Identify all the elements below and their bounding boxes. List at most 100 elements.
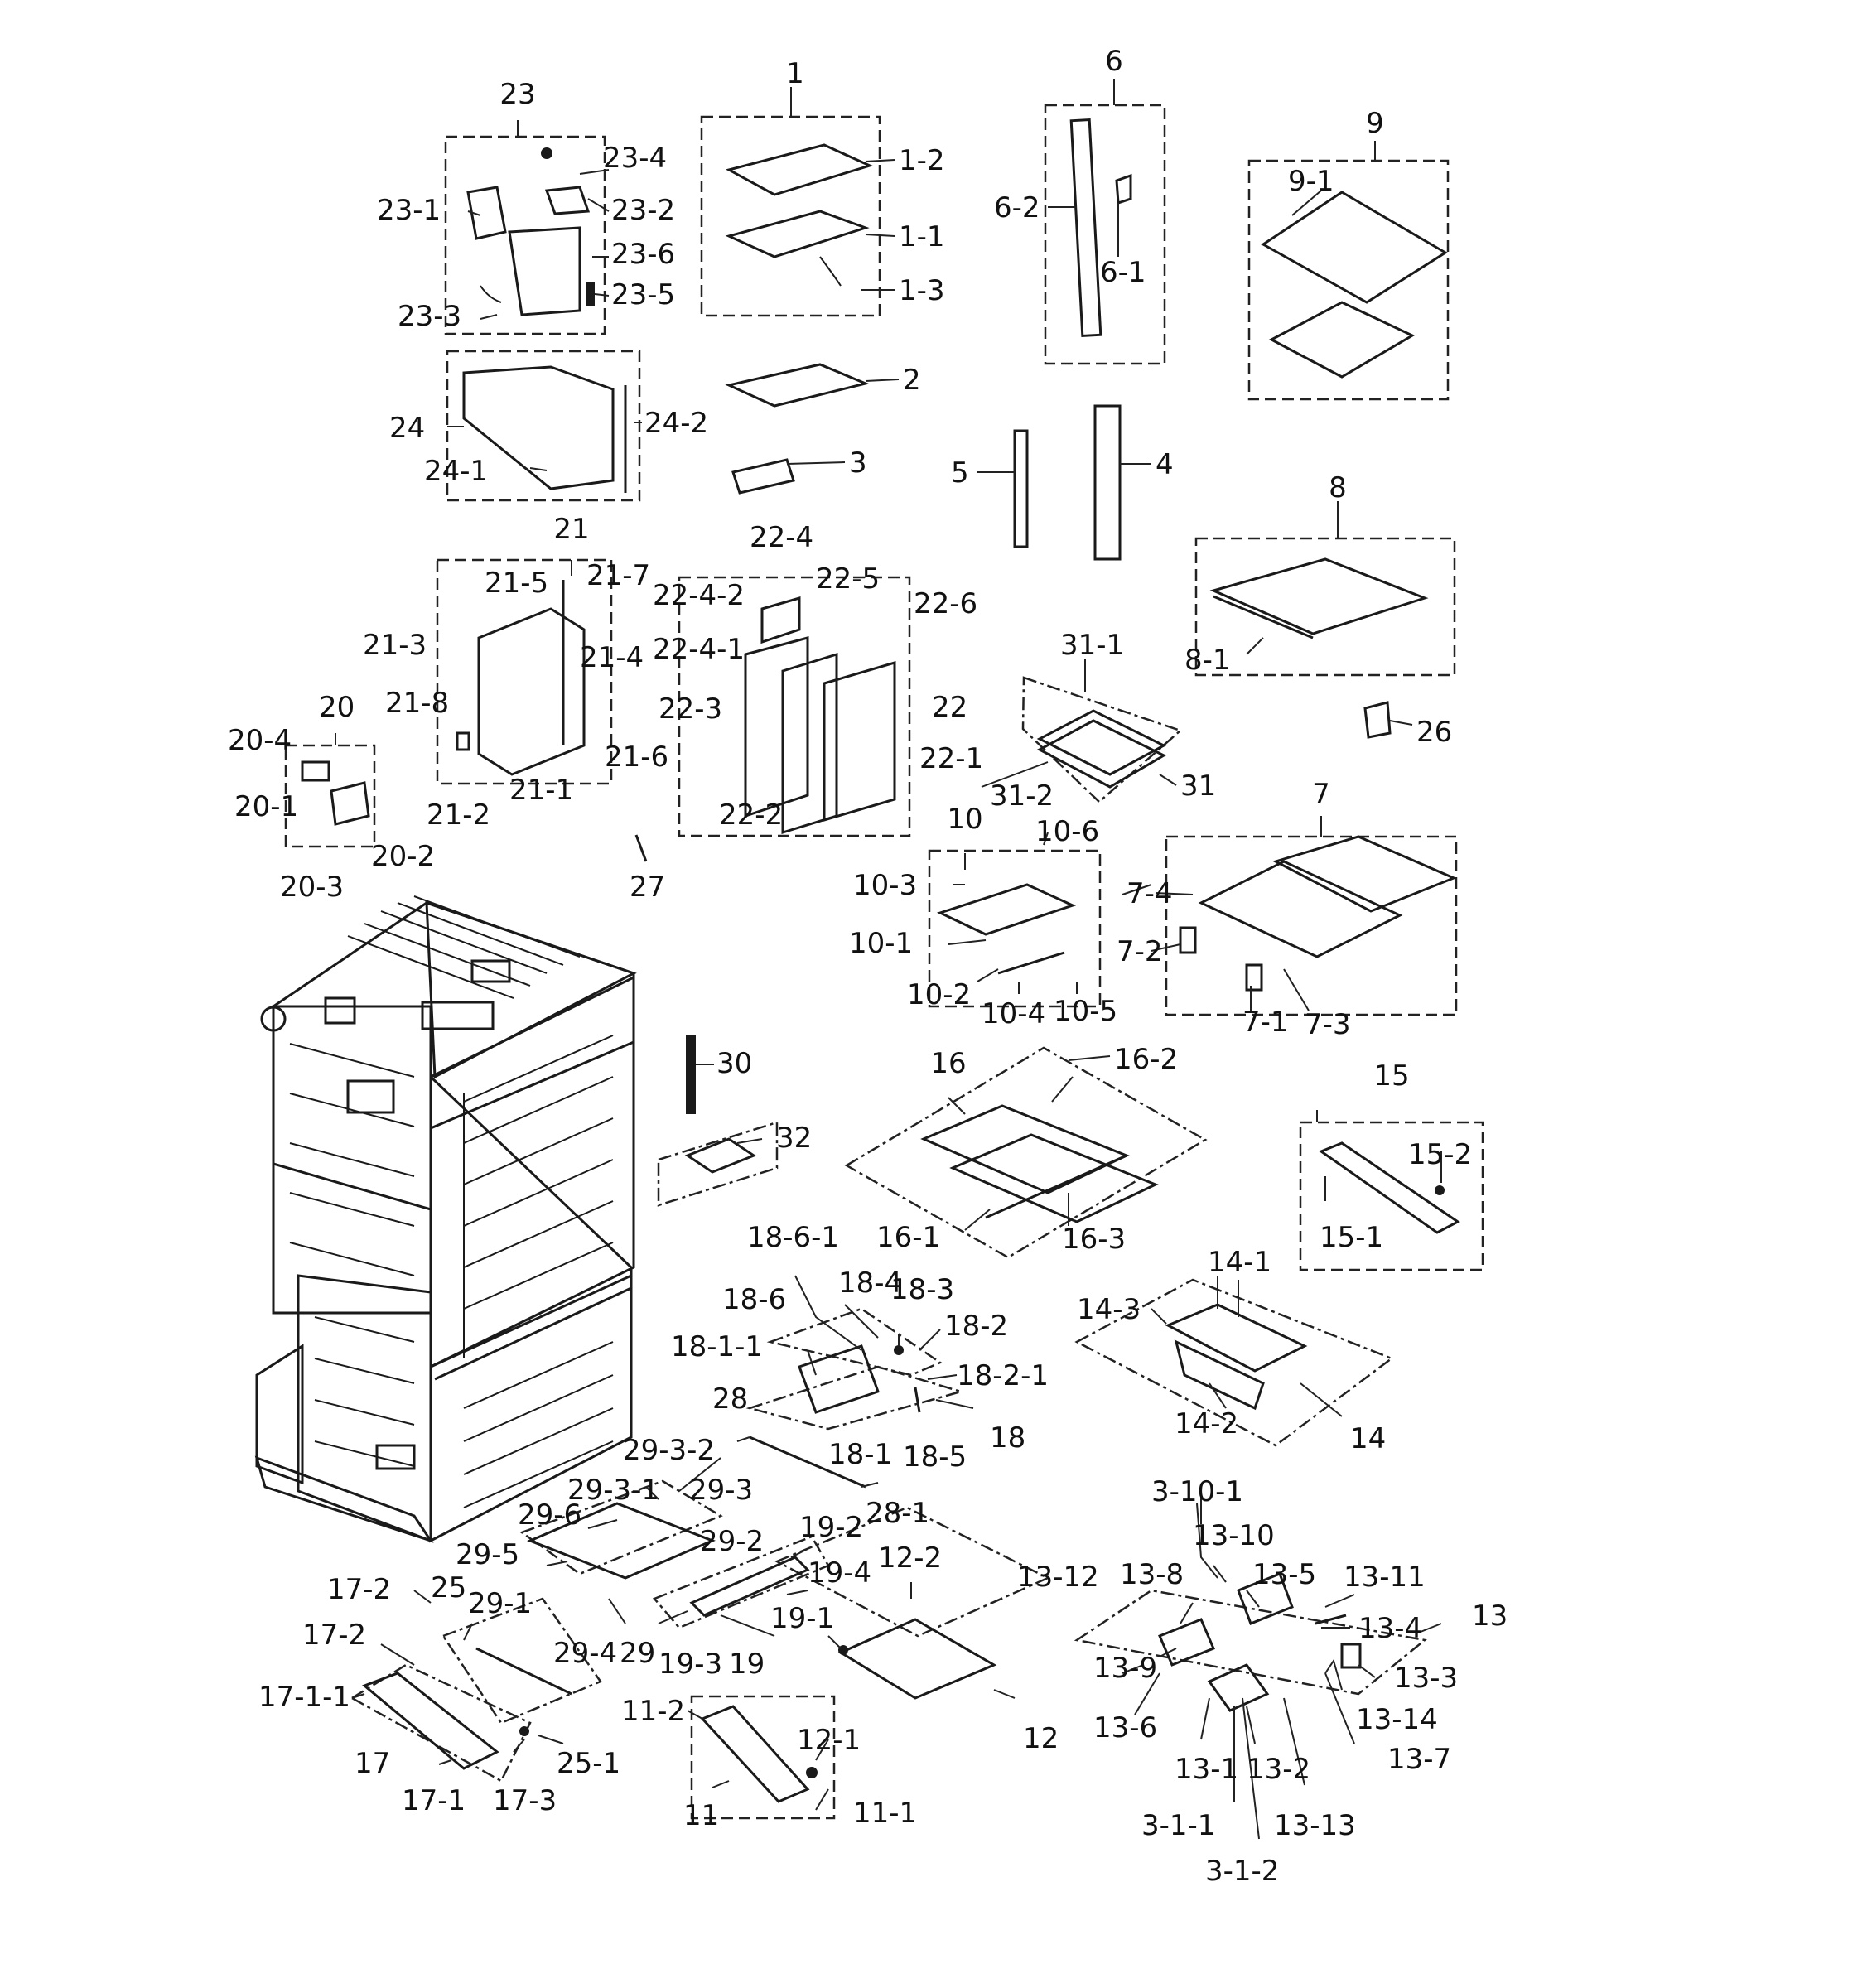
label-10-2: 10-2 [907,978,971,1011]
cabinet-shelf-lines [289,895,614,1508]
top-control-box [421,1001,495,1030]
label-18-6-1: 18-6-1 [747,1221,839,1254]
label-12: 12 [1023,1722,1059,1755]
part-22-3 [744,636,809,818]
group-13-box [1074,1589,1427,1696]
label-14-1: 14-1 [1208,1246,1271,1279]
label-22-1: 22-1 [919,742,983,775]
label-7-4: 7-4 [1127,877,1173,910]
part-11-1 [806,1767,818,1778]
part-13-9 [1158,1618,1215,1667]
group-6-box [1044,104,1166,365]
label-11: 11 [683,1799,719,1832]
cabinet-base-front [255,1344,304,1485]
part-10-1 [936,883,1077,936]
part-29-drawer [527,1502,716,1580]
label-29-3-2: 29-3-2 [623,1434,715,1467]
label-23-4: 23-4 [603,142,667,175]
group-11-box [690,1695,836,1820]
group-31-box [1021,676,1183,803]
part-23-4 [541,147,552,159]
label-30: 30 [716,1047,752,1080]
part-30 [686,1035,696,1114]
label-2: 2 [903,364,921,397]
leader-lines [335,79,1442,1840]
label-21-1: 21-1 [509,774,573,807]
group-28-box [745,1365,965,1431]
group-8-box [1194,537,1456,677]
part-3 [731,458,795,495]
label-8: 8 [1329,471,1347,504]
group-25-box [441,1597,602,1725]
label-26: 26 [1416,716,1452,749]
label-15-2: 15-2 [1408,1138,1472,1171]
group-14-box [1074,1278,1394,1447]
label-1-3: 1-3 [899,274,945,307]
label-3-10-1: 3-10-1 [1151,1475,1243,1508]
label-17-1-1: 17-1-1 [258,1681,350,1714]
part-13-3 [1340,1643,1362,1669]
base-panel [375,1444,416,1470]
label-19-3: 19-3 [659,1648,722,1681]
left-side-vent [346,1079,395,1114]
label-3-1-2: 3-1-2 [1205,1855,1279,1888]
label-23-6: 23-6 [611,238,675,271]
group-24-box [446,350,641,502]
part-22-1 [823,660,896,823]
part-23-3 [480,285,502,303]
part-9-1 [1261,191,1448,304]
label-4: 4 [1156,448,1174,481]
part-13-2 [1207,1663,1270,1712]
cabinet-front-frame [429,1074,633,1543]
group-21-box [436,558,613,785]
label-31-2: 31-2 [990,779,1054,813]
part-21-2 [456,731,470,751]
label-24-2: 24-2 [644,407,708,440]
label-29-3-1: 29-3-1 [567,1474,659,1507]
cabinet-top-body [272,901,635,1211]
label-16-3: 16-3 [1062,1223,1126,1256]
label-22-2: 22-2 [719,799,783,832]
label-6-2: 6-2 [994,191,1040,224]
part-12-drawer [837,1618,997,1700]
top-module [470,959,511,983]
label-28: 28 [712,1382,748,1416]
label-6: 6 [1105,45,1123,78]
label-22-3: 22-3 [659,692,722,726]
part-31-1 [1036,709,1167,776]
part-16-3 [985,1154,1127,1219]
label-21-5: 21-5 [485,567,548,600]
label-18-4: 18-4 [838,1267,902,1300]
group-7-box [1165,835,1458,1016]
label-23: 23 [499,78,535,111]
label-29-4: 29-4 [553,1637,617,1670]
label-17-2-top: 17-2 [327,1573,391,1606]
label-9-1: 9-1 [1288,165,1334,198]
part-8-shelf [1209,557,1429,635]
group-32-box [657,1121,779,1207]
cabinet-mullion-lower [434,1286,632,1381]
label-24: 24 [389,412,425,445]
part-6-1 [1115,173,1132,205]
label-19-2: 19-2 [799,1511,863,1544]
label-23-5: 23-5 [611,278,675,311]
label-22-4: 22-4 [750,521,813,554]
part-14-1 [1165,1303,1308,1373]
part-7-2 [1179,926,1197,954]
label-18-2-1: 18-2-1 [957,1359,1049,1392]
cabinet-left-upper [272,1005,432,1315]
part-27 [634,834,648,862]
label-21-3: 21-3 [363,629,427,662]
label-14: 14 [1350,1422,1386,1455]
label-23-2: 23-2 [611,194,675,227]
part-23-1 [466,186,507,240]
part-17-panel [362,1672,499,1770]
label-19: 19 [729,1648,765,1681]
label-22-4-2: 22-4-2 [653,579,745,612]
label-29-3: 29-3 [689,1474,753,1507]
label-20-4: 20-4 [228,724,292,757]
label-13-3: 13-3 [1394,1662,1458,1695]
label-17-2: 17-2 [302,1619,366,1652]
part-16-2 [920,1104,1130,1194]
label-27: 27 [630,871,665,904]
